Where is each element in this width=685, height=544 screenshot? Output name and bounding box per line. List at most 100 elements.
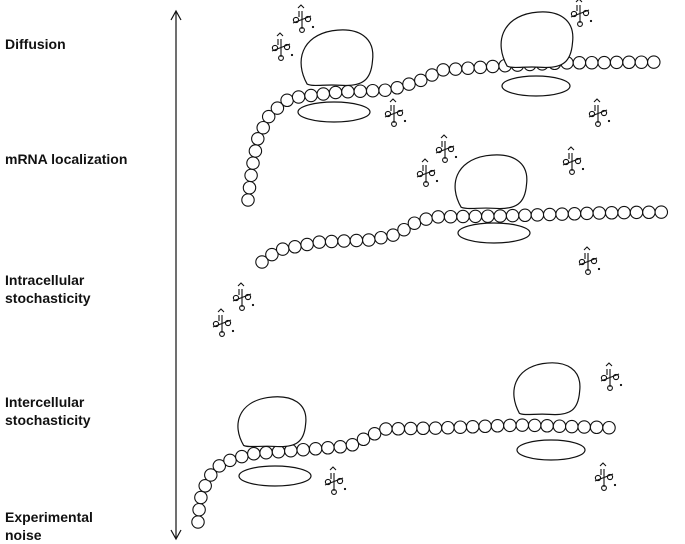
ribosome-small-subunit <box>516 439 586 461</box>
mrna-bead <box>654 205 669 219</box>
label-intracellular-stochasticity: Intracellular stochasticity <box>5 271 91 307</box>
mrna-bead <box>194 490 208 505</box>
label-experimental-line2: noise <box>5 527 42 543</box>
mrna-bead <box>378 83 392 97</box>
mrna-bead <box>585 55 599 70</box>
mrna-bead <box>345 438 360 452</box>
mrna-bead <box>312 235 327 249</box>
mrna-bead <box>456 209 470 224</box>
mrna-bead <box>304 88 318 103</box>
ribosome-large-subunit <box>237 396 307 448</box>
label-intracellular-line2: stochasticity <box>5 290 91 306</box>
axis-arrowhead-top <box>170 9 182 21</box>
ribosome-large-subunit <box>300 29 374 87</box>
mrna-bead <box>647 55 661 69</box>
mrna-bead <box>604 206 619 220</box>
mrna-bead <box>247 446 261 461</box>
ribosome-large-subunit <box>513 362 581 416</box>
mrna-bead <box>367 427 382 441</box>
mrna-bead <box>379 422 393 436</box>
mrna-bead <box>271 444 286 459</box>
mrna-bead <box>597 55 611 70</box>
mrna-bead <box>629 205 644 220</box>
mrna-bead <box>362 233 376 247</box>
mrna-bead <box>527 418 542 433</box>
mrna-bead <box>419 212 433 226</box>
mrna-bead <box>493 209 507 223</box>
mrna-bead <box>436 63 450 77</box>
trna-icon <box>588 98 611 127</box>
mrna-bead <box>425 68 439 82</box>
mrna-bead <box>192 502 206 517</box>
mrna-chain-2 <box>255 205 669 269</box>
mrna-bead <box>490 419 505 433</box>
mrna-bead <box>386 228 400 242</box>
mrna-bead <box>241 193 255 207</box>
mrna-bead <box>390 81 404 95</box>
mrna-bead <box>542 207 557 222</box>
mrna-bead <box>308 442 323 456</box>
mrna-bead <box>515 418 530 432</box>
mrna-bead <box>316 87 331 101</box>
mrna-bead <box>265 247 279 262</box>
mrna-bead <box>259 445 273 460</box>
mrna-bead <box>441 420 455 435</box>
mrna-bead <box>505 208 520 223</box>
ribosome-3 <box>454 154 531 244</box>
mrna-bead <box>251 132 265 146</box>
mrna-bead <box>485 59 500 74</box>
mrna-bead <box>577 420 591 434</box>
mrna-bead <box>622 55 636 70</box>
mrna-bead <box>256 120 270 135</box>
mrna-bead <box>530 208 545 222</box>
trna-icon <box>578 246 601 275</box>
ribosome-4 <box>237 396 312 487</box>
trna-icon <box>562 146 585 175</box>
mrna-bead <box>337 234 351 248</box>
mrna-bead <box>407 216 422 230</box>
mrna-bead <box>349 233 364 248</box>
mrna-bead <box>261 109 276 124</box>
mrna-bead <box>198 479 212 493</box>
trna-icon <box>212 308 235 337</box>
mrna-bead <box>465 420 480 434</box>
mrna-bead <box>617 205 631 220</box>
mrna-bead <box>296 442 310 457</box>
mrna-bead <box>540 419 554 433</box>
mrna-bead <box>572 56 587 70</box>
ribosome-large-subunit <box>500 11 574 69</box>
mrna-bead <box>365 83 380 98</box>
mrna-bead <box>416 421 430 436</box>
mrna-bead <box>448 62 463 76</box>
mrna-bead <box>397 222 411 237</box>
mrna-bead <box>204 468 218 482</box>
mrna-bead <box>580 206 594 221</box>
mrna-bead <box>414 73 428 88</box>
label-diffusion: Diffusion <box>5 35 66 53</box>
mrna-bead <box>191 515 205 529</box>
mrna-bead <box>242 180 257 195</box>
trna-icons <box>212 0 623 495</box>
label-mrna-localization-text: mRNA localization <box>5 151 128 167</box>
mrna-bead <box>592 206 607 220</box>
ribosome-large-subunit <box>454 154 528 210</box>
ribosome-1 <box>297 29 374 123</box>
mrna-bead <box>353 84 368 98</box>
mrna-bead <box>402 77 416 91</box>
trna-icon <box>570 0 593 27</box>
mrna-bead <box>248 144 263 158</box>
mrna-bead <box>609 55 624 70</box>
mrna-bead <box>468 209 483 224</box>
label-mrna-localization: mRNA localization <box>5 150 127 168</box>
ribosome-5 <box>513 362 586 461</box>
mrna-bead <box>443 209 458 224</box>
mrna-bead <box>246 156 260 170</box>
mrna-bead <box>333 440 348 454</box>
mrna-bead <box>473 60 488 75</box>
ribosome-small-subunit <box>501 75 571 97</box>
trna-icon <box>292 4 315 33</box>
mrna-bead <box>212 459 227 473</box>
mrna-chain-1 <box>241 55 661 207</box>
mrna-bead <box>555 207 569 221</box>
